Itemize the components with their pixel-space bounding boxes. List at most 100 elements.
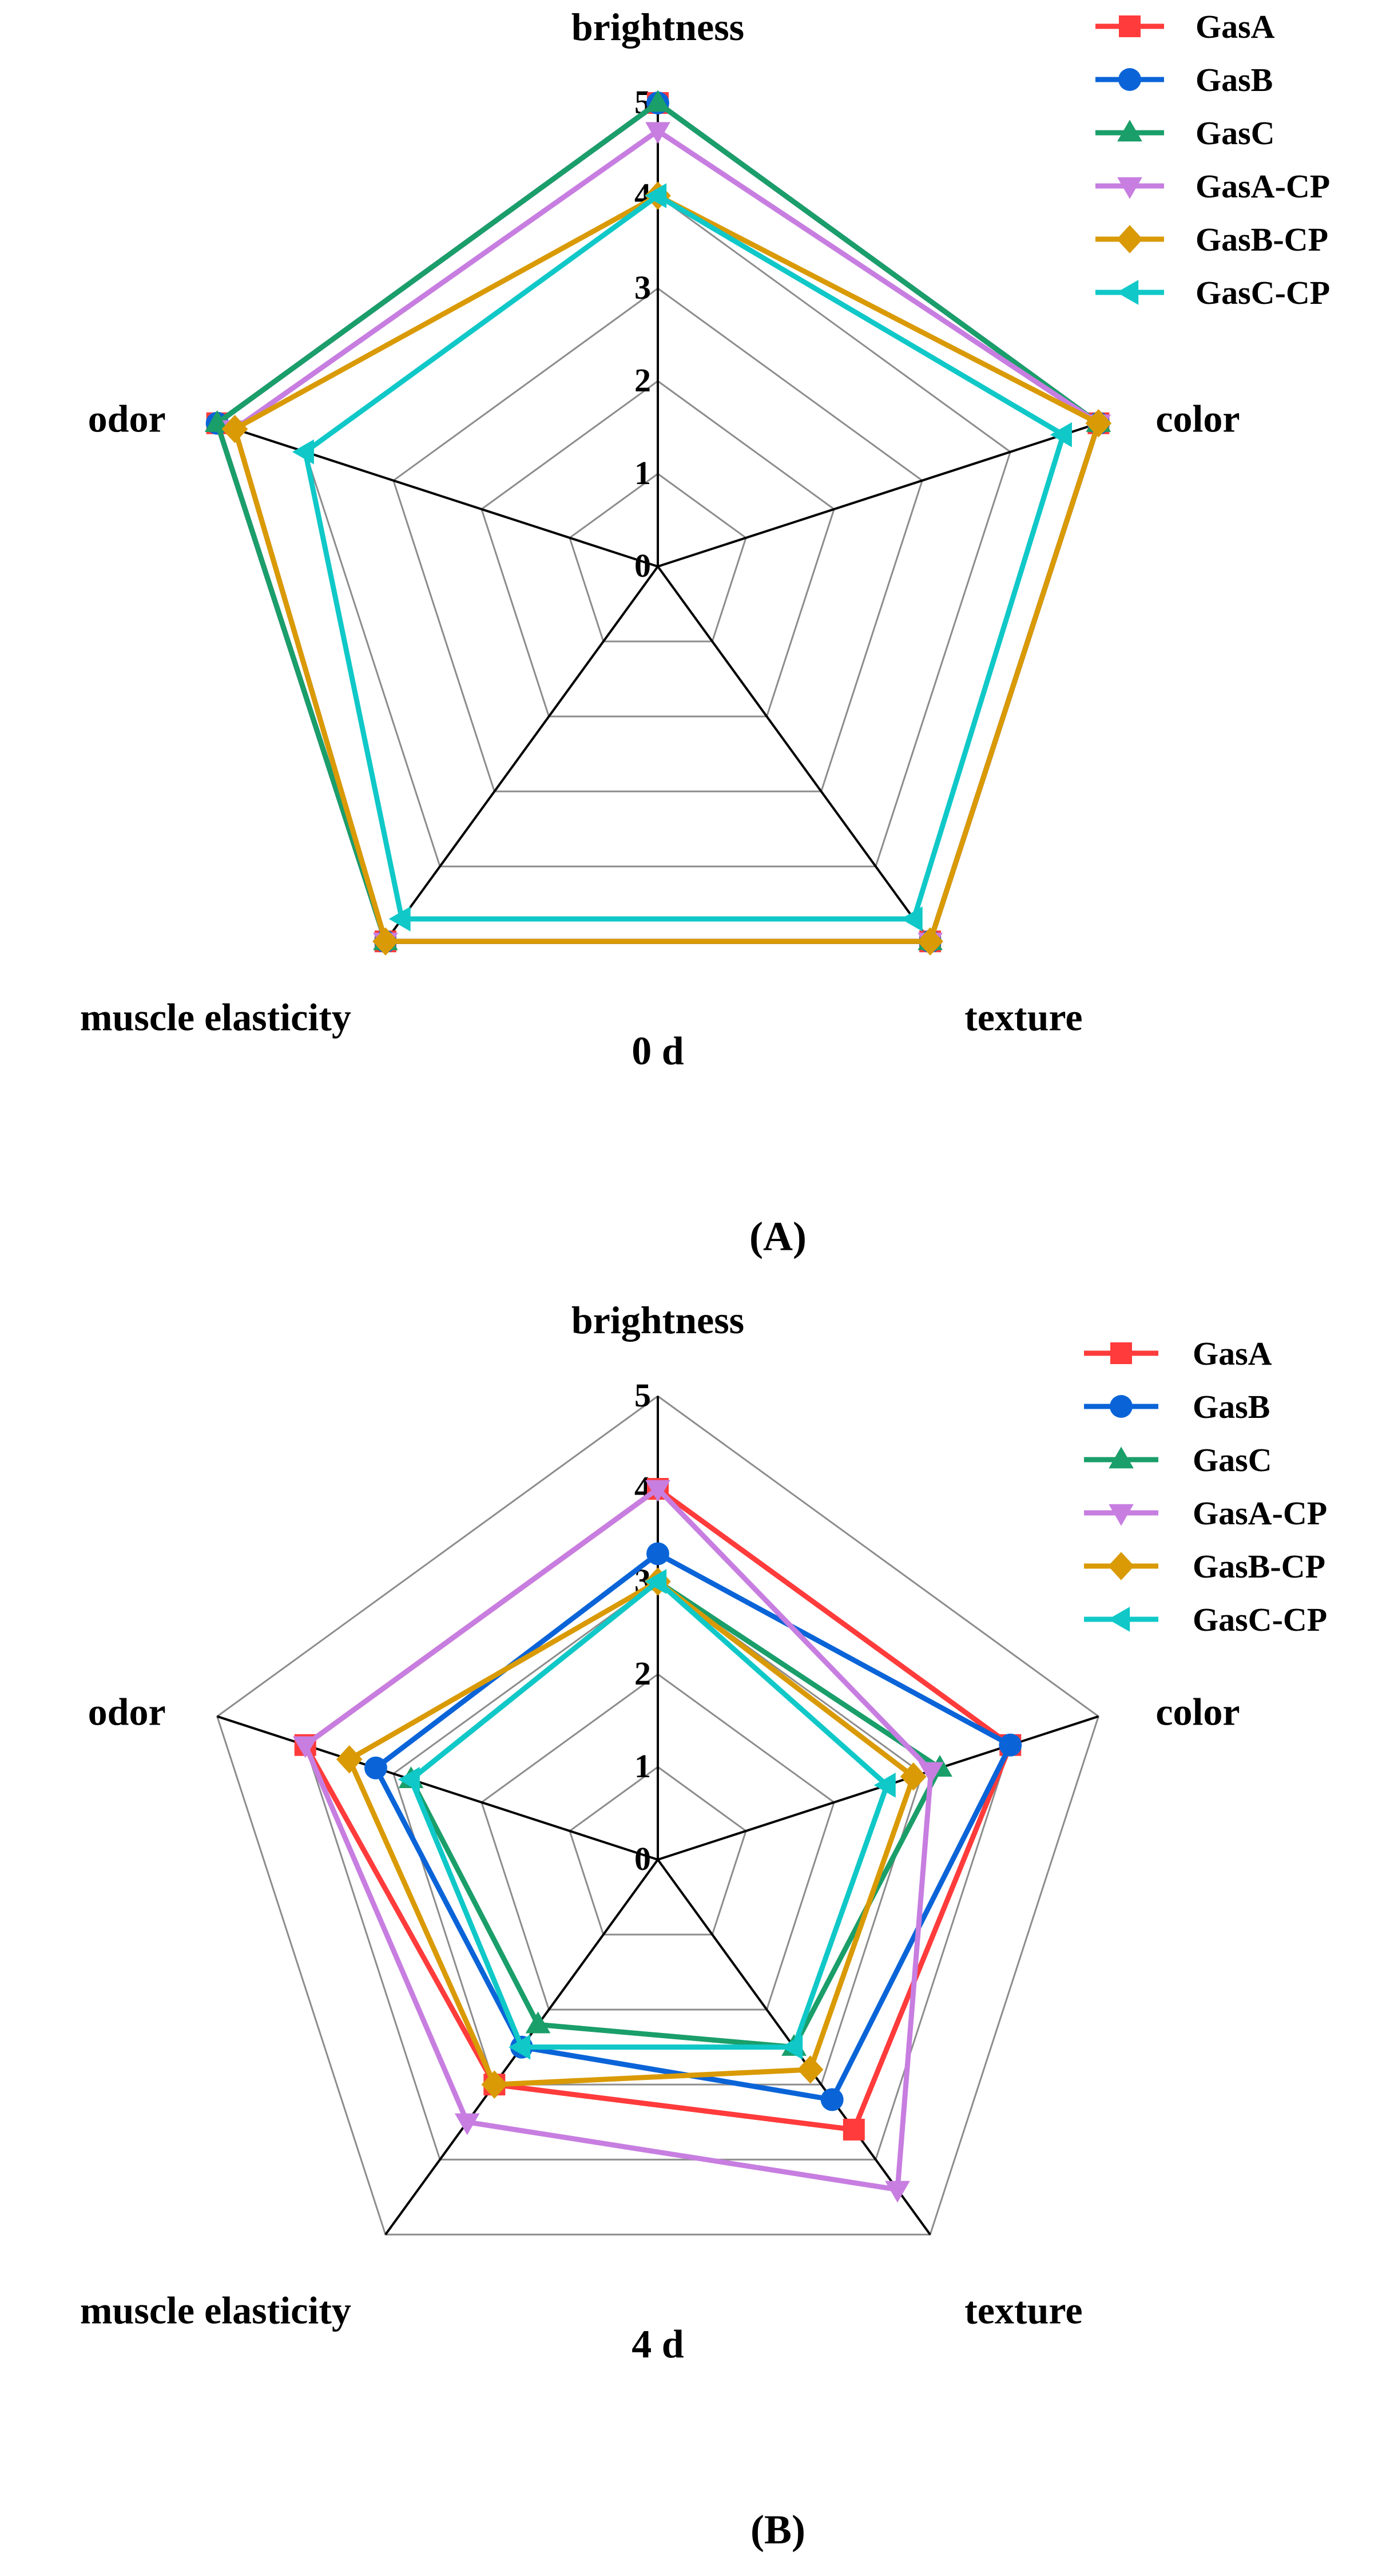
legend: GasA GasB GasC GasA-CP GasB-CP GasC-CP xyxy=(1084,1335,1327,1638)
tick-label: 2 xyxy=(634,362,651,399)
legend-label: GasA xyxy=(1193,1335,1272,1372)
tick-label: 0 xyxy=(634,1840,651,1877)
data-point xyxy=(509,2034,531,2060)
data-point xyxy=(645,1569,667,1594)
series-line xyxy=(302,1485,934,2193)
data-point xyxy=(292,439,314,465)
axis-title-muscle-elasticity: muscle elasticity xyxy=(80,995,351,1039)
series-line xyxy=(345,1578,917,2087)
series-line xyxy=(302,192,1067,922)
data-point xyxy=(900,1762,927,1791)
grid-ring xyxy=(569,473,747,643)
axis-title-texture: texture xyxy=(964,995,1082,1039)
series-GasA-CP xyxy=(292,1480,944,2203)
data-point xyxy=(1050,422,1072,447)
panel-label: (A) xyxy=(749,1214,807,1259)
data-point xyxy=(454,2113,480,2135)
data-point xyxy=(364,1756,387,1780)
legend-marker xyxy=(1118,68,1141,91)
data-point xyxy=(900,906,923,932)
axis-title-muscle-elasticity: muscle elasticity xyxy=(80,2288,351,2332)
series-GasC-CP xyxy=(398,1569,896,2060)
data-point xyxy=(885,2181,910,2203)
legend-marker xyxy=(1117,280,1139,305)
grid-ring xyxy=(569,1766,747,1936)
legend-marker xyxy=(1119,15,1141,37)
data-point xyxy=(645,183,667,208)
legend-marker xyxy=(1110,1395,1133,1418)
data-point xyxy=(336,1745,363,1774)
data-point xyxy=(646,1542,669,1566)
series-GasB-CP xyxy=(221,181,1112,956)
tick-label: 3 xyxy=(634,269,651,306)
data-point xyxy=(221,415,248,443)
legend-label: GasC-CP xyxy=(1193,1601,1327,1638)
data-point xyxy=(388,906,411,932)
data-point xyxy=(372,927,399,956)
legend-marker xyxy=(1117,225,1143,253)
axis-spoke xyxy=(217,422,658,568)
axis-title-brightness: brightness xyxy=(571,5,744,49)
day-caption: 4 d xyxy=(632,2323,684,2367)
legend-marker xyxy=(1108,1607,1130,1632)
tick-label: 1 xyxy=(634,454,651,492)
data-point xyxy=(781,2034,803,2060)
tick-label: 2 xyxy=(634,1655,651,1692)
data-point xyxy=(918,1762,944,1784)
legend-label: GasC-CP xyxy=(1196,274,1330,311)
axis-spoke xyxy=(657,1715,1099,1861)
data-point xyxy=(873,1772,896,1798)
data-point xyxy=(917,927,943,956)
legend-marker xyxy=(1109,1446,1134,1469)
axis-title-color: color xyxy=(1155,397,1240,441)
data-point xyxy=(1085,409,1112,438)
legend-label: GasB xyxy=(1196,61,1273,98)
tick-label: 0 xyxy=(634,547,651,584)
series-GasC-CP xyxy=(292,183,1072,932)
data-point xyxy=(398,1766,420,1792)
legend-label: GasA-CP xyxy=(1196,168,1330,205)
axis-title-color: color xyxy=(1155,1690,1240,1734)
tick-label: 1 xyxy=(634,1747,651,1785)
grid-ring xyxy=(480,380,835,718)
series-line xyxy=(408,1578,890,2050)
data-point xyxy=(843,2118,865,2141)
data-point xyxy=(797,2055,824,2084)
legend-label: GasC xyxy=(1196,114,1275,152)
series-line xyxy=(372,1551,1014,2103)
axis-spoke xyxy=(657,565,931,942)
tick-label: 5 xyxy=(634,1377,651,1414)
legend-label: GasA-CP xyxy=(1193,1495,1327,1532)
axis-spoke xyxy=(384,565,659,942)
axis-title-odor: odor xyxy=(88,1690,166,1734)
legend-marker xyxy=(1108,1552,1134,1580)
data-point xyxy=(645,90,670,112)
axis-spoke xyxy=(657,422,1099,568)
data-point xyxy=(820,2088,844,2111)
data-point xyxy=(204,410,230,432)
legend-label: GasB-CP xyxy=(1193,1548,1325,1585)
legend-label: GasB xyxy=(1193,1388,1270,1425)
grid-ring xyxy=(480,1673,835,2011)
legend-marker xyxy=(1117,177,1142,199)
grid-ring xyxy=(216,1395,1100,2236)
legend-marker xyxy=(1110,1342,1132,1364)
grid-ring xyxy=(392,1580,923,2086)
day-caption: 0 d xyxy=(632,1029,684,1073)
axis-spoke xyxy=(217,1715,658,1861)
data-point xyxy=(645,122,670,144)
legend-label: GasA xyxy=(1196,8,1275,45)
legend-label: GasB-CP xyxy=(1196,221,1328,258)
legend-marker xyxy=(1117,120,1142,142)
legend-label: GasC xyxy=(1193,1441,1272,1479)
series-GasB-CP xyxy=(336,1567,927,2099)
axis-title-odor: odor xyxy=(88,397,166,441)
series-GasA-CP xyxy=(222,122,1111,955)
legend: GasA GasB GasC GasA-CP GasB-CP GasC-CP xyxy=(1095,8,1330,311)
data-point xyxy=(999,1733,1022,1757)
data-point xyxy=(645,1480,670,1502)
series-line xyxy=(232,192,1102,944)
